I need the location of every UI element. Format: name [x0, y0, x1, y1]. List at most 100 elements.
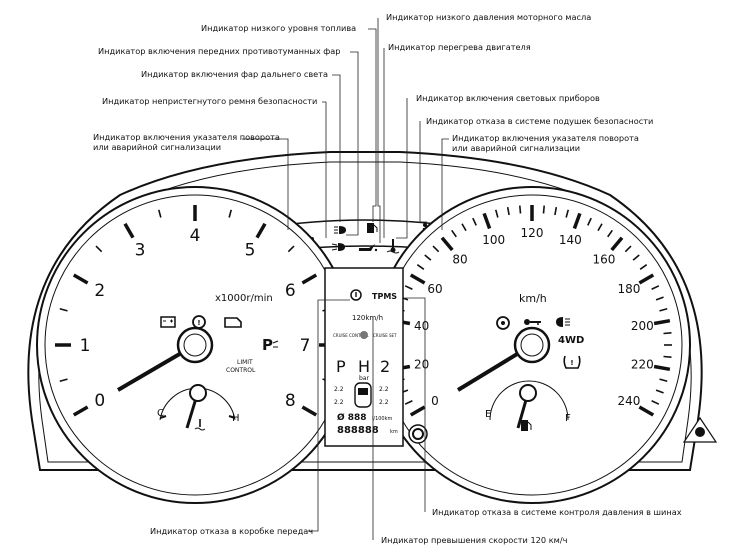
tachometer-tick [72, 273, 89, 285]
parking-lamp-icon: P [262, 336, 279, 354]
rear-fog-icon [556, 317, 570, 327]
speedometer-tick [663, 355, 672, 358]
speedometer-tick [638, 405, 655, 417]
front-fog-icon [331, 243, 345, 251]
speedometer-tick [409, 405, 426, 417]
tachometer-tick [59, 307, 68, 312]
tachometer-tick [59, 378, 68, 383]
svg-text:!: ! [197, 319, 200, 327]
speedometer-tick [472, 217, 477, 226]
cruise-indicator-icon [360, 331, 368, 339]
temperature-gauge: C H [157, 384, 240, 431]
speedometer-tick [494, 209, 499, 218]
speedometer-tick [542, 205, 545, 214]
oil-pressure-icon [359, 244, 378, 252]
callout-overspeed: Индикатор превышения скорости 120 км/ч [381, 535, 568, 545]
tachometer-label: 2 [94, 281, 105, 301]
callout-airbag-fault: Индикатор отказа в системе подушек безоп… [426, 116, 653, 126]
callout-labels: Индикатор низкого уровня топлива Индикат… [93, 12, 682, 545]
speedometer-tick [404, 400, 413, 405]
gear-indicator-char: P [336, 357, 346, 376]
trip-unit: l/100km [372, 416, 393, 422]
overspeed-label: 120km/h [352, 314, 383, 322]
speedometer-tick [655, 389, 664, 394]
speedometer-tick [624, 245, 632, 253]
temp-cold-label: C [157, 408, 164, 419]
limit-label: LIMIT [237, 359, 253, 366]
odometer: 888888 [337, 425, 379, 436]
callout-turn-left-2: или аварийной сигнализации [93, 142, 221, 152]
speedometer-tick [663, 332, 672, 335]
speedometer-tick [632, 254, 640, 261]
speedometer-tick [653, 364, 671, 372]
speedometer-tick [653, 318, 671, 326]
tachometer-tick [301, 405, 318, 417]
center-display: TPMS 120km/h CRUISE CONTROL CRUISE SET P… [324, 267, 404, 447]
callout-low-fuel: Индикатор низкого уровня топлива [201, 23, 356, 33]
gear-indicator-char: 2 [380, 357, 390, 376]
speedometer-label: 80 [452, 252, 467, 266]
tachometer-label: 8 [285, 391, 296, 411]
callout-lights-on: Индикатор включения световых приборов [416, 93, 600, 103]
coolant-icon [194, 419, 206, 431]
4wd-badge: 4WD [558, 335, 584, 346]
tire-pressure-fl: 2.2 [334, 386, 344, 393]
speedometer-label: 100 [482, 233, 505, 247]
speedometer-tick [554, 206, 558, 216]
tachometer-label: 7 [300, 336, 311, 356]
speedometer-tick [424, 254, 432, 261]
speedometer-tick [416, 264, 425, 270]
tachometer-label: 0 [94, 391, 105, 411]
callout-tpms-fault: Индикатор отказа в системе контроля давл… [432, 507, 682, 517]
gearbox-warning-icon [350, 289, 362, 301]
speedometer-tick [565, 209, 570, 218]
tachometer-tick [287, 245, 295, 253]
tachometer-tick [72, 405, 89, 417]
trip-reset-knob [408, 424, 428, 444]
speedometer-tick [655, 296, 664, 301]
cruise-control-label: CRUISE CONTROL [333, 333, 369, 338]
speedometer-tick [651, 285, 660, 290]
gear-indicator-char: H [358, 357, 370, 376]
tpms-label: TPMS [372, 292, 397, 301]
speedometer-label: 240 [618, 394, 641, 408]
tachometer-label: 3 [135, 241, 146, 261]
speedometer-tick [440, 236, 454, 252]
car-top-icon [354, 382, 372, 408]
cruise-set-label: CRUISE SET [373, 333, 397, 338]
speedometer-label: 220 [631, 358, 654, 372]
speedometer-unit: km/h [519, 292, 547, 305]
speedometer-label: 60 [427, 282, 442, 296]
speedometer-tick [572, 212, 582, 230]
key-icon [524, 319, 541, 325]
svg-text:!: ! [570, 359, 573, 367]
tachometer-tick [95, 245, 103, 253]
speedometer-label: 180 [618, 282, 641, 296]
speedometer-label: 160 [593, 252, 616, 266]
tire-pressure-fr: 2.2 [379, 386, 389, 393]
callout-seatbelt: Индикатор непристегнутого ремня безопасн… [102, 96, 317, 106]
speedometer-tick [638, 273, 655, 285]
battery-icon [160, 316, 176, 328]
tachometer-tick [228, 209, 233, 218]
speedometer-tick [659, 378, 668, 383]
speedometer-tick [482, 212, 492, 230]
tachometer-label: 4 [190, 226, 201, 246]
svg-text:P: P [262, 336, 273, 354]
speedometer-label: 20 [414, 358, 429, 372]
tachometer-tick [301, 273, 318, 285]
speedometer-tick [659, 307, 668, 312]
speedometer-tick [404, 285, 413, 290]
fuel-empty-label: E [485, 409, 491, 420]
tire-pressure-rr: 2.2 [379, 399, 389, 406]
fuel-gauge: E F [485, 380, 571, 431]
pressure-unit: bar [359, 375, 369, 382]
tachometer-tick [123, 222, 135, 239]
watermark-logo [682, 416, 718, 443]
speedometer-label: 40 [414, 319, 429, 333]
callout-low-oil-pressure: Индикатор низкого давления моторного мас… [386, 12, 591, 22]
leader-lines [242, 18, 449, 540]
